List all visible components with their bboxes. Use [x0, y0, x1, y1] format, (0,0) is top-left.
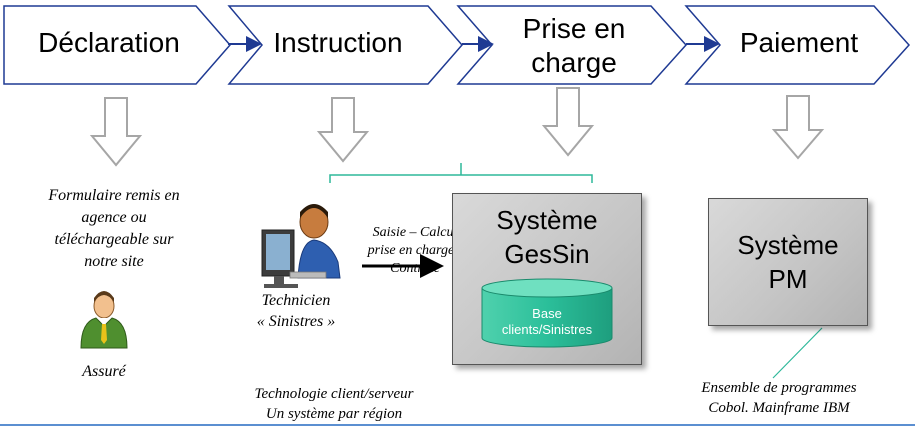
- step-label-prise-line1: Prise en: [522, 13, 626, 44]
- declaration-desc-line: notre site: [84, 253, 144, 270]
- actor-label-technicien: Technicien « Sinistres »: [236, 290, 356, 332]
- step-label-paiement: Paiement: [739, 27, 859, 58]
- gessin-title-line1: Système: [496, 205, 598, 235]
- chevron-paiement: [684, 5, 911, 85]
- system-pm-box: Système PM: [708, 198, 868, 326]
- chevron-declaration: [3, 5, 231, 85]
- database-label-line1: Base: [532, 306, 562, 321]
- technicien-line: Technicien: [261, 292, 331, 309]
- pm-title-line1: Système: [737, 230, 839, 260]
- action-label: Saisie – Calcul prise en charge - Contrô…: [350, 224, 480, 278]
- down-arrow-prise-en-charge: [541, 87, 595, 157]
- pm-callout-line: [772, 327, 823, 379]
- actor-label-assure: Assuré: [82, 363, 126, 380]
- tech-note-line: Un système par région: [265, 406, 403, 422]
- grouping-bracket: [329, 163, 593, 183]
- user-tie-icon: [80, 291, 128, 349]
- database-label-line2: clients/Sinistres: [501, 322, 593, 337]
- down-arrow-declaration: [89, 97, 143, 167]
- gessin-title-line2: GesSin: [504, 239, 590, 269]
- step-label-prise-line2: charge: [531, 47, 617, 78]
- tech-note: Technologie client/serveur Un système pa…: [214, 384, 454, 424]
- system-gessin-box: Système GesSin Base clients/Sinistres: [452, 193, 642, 365]
- declaration-desc-line: Formulaire remis en: [48, 187, 180, 204]
- pm-note-line: Cobol. Mainframe IBM: [708, 400, 850, 416]
- step-label-instruction: Instruction: [273, 27, 403, 58]
- action-line: prise en charge -: [367, 243, 463, 258]
- chevron-instruction: [227, 5, 463, 85]
- step-label-declaration: Déclaration: [38, 27, 180, 58]
- action-line: Contrôle: [390, 261, 440, 276]
- declaration-description: Formulaire remis en agence ou télécharge…: [14, 185, 214, 273]
- database-cylinder: [481, 278, 613, 348]
- pm-note: Ensemble de programmes Cobol. Mainframe …: [654, 378, 904, 418]
- pm-note-line: Ensemble de programmes: [701, 380, 857, 396]
- computer-user-icon: [261, 204, 341, 288]
- declaration-desc-line: agence ou: [81, 209, 147, 226]
- tech-note-line: Technologie client/serveur: [254, 386, 414, 402]
- action-line: Saisie – Calcul: [372, 225, 458, 240]
- down-arrow-instruction: [316, 97, 370, 163]
- pm-title-line2: PM: [768, 264, 808, 294]
- declaration-desc-line: téléchargeable sur: [54, 231, 174, 248]
- down-arrow-paiement: [771, 95, 825, 160]
- technicien-line: « Sinistres »: [256, 313, 336, 330]
